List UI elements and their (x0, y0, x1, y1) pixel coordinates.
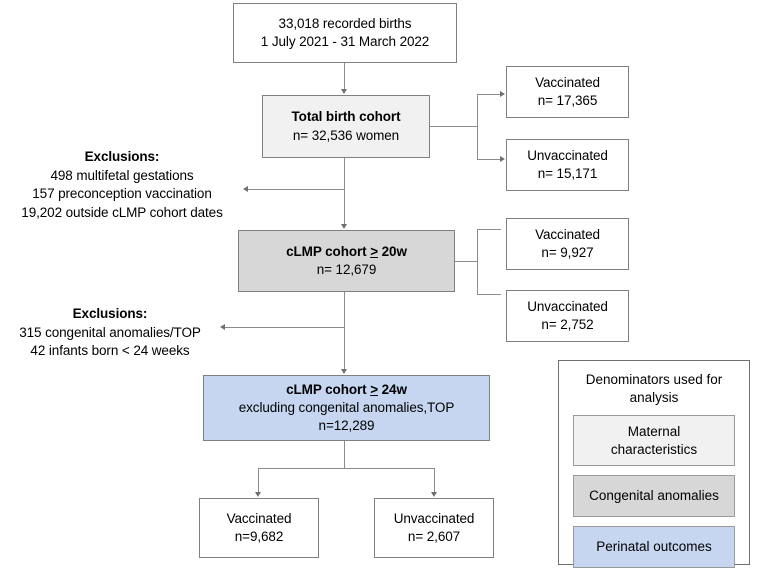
legend-item-congenital-anomalies: Congenital anomalies (573, 475, 735, 518)
clmp-24w-line2: excluding congenital anomalies,TOP (238, 399, 455, 415)
connector-bottom-split (258, 468, 435, 469)
connector-exclusions-2 (225, 327, 344, 328)
node-tier1-vaccinated: Vaccinated n= 17,365 (506, 66, 629, 118)
tier3-vaccinated-line2: n=9,682 (234, 529, 284, 544)
node-tier1-unvaccinated: Unvaccinated n= 15,171 (506, 139, 629, 191)
exclusions-2-header: Exclusions: (72, 306, 148, 321)
legend-title-line2: analysis (629, 389, 679, 405)
total-birth-cohort-line1: Total birth cohort (291, 109, 401, 125)
arrowhead-tier3-vaccinated (254, 492, 261, 497)
connector-exclusions-1 (248, 189, 344, 190)
connector-clmp20-branch-spine (477, 229, 478, 294)
legend-item-1-label: Congenital anomalies (589, 488, 719, 504)
total-birth-cohort-line2: n= 32,536 women (292, 127, 400, 143)
connector-clmp20-to-clmp24 (344, 292, 345, 369)
tier3-unvaccinated-line1: Unvaccinated (393, 510, 475, 526)
arrowhead-exclusions-2 (220, 323, 225, 330)
legend-item-2-label: Perinatal outcomes (596, 539, 712, 555)
clmp-24w-line1: cLMP cohort > 24w (286, 381, 407, 397)
arrowhead-clmp20-to-clmp24 (340, 369, 347, 374)
arrowhead-tier1-unvaccinated (500, 155, 505, 162)
connector-to-tier3-vaccinated (258, 468, 259, 492)
tier2-unvaccinated-line1: Unvaccinated (527, 298, 608, 314)
legend-title: Denominators used for analysis (573, 371, 735, 406)
tier3-unvaccinated-line2: n= 2,607 (407, 529, 461, 544)
exclusions-block-2: Exclusions: 315 congenital anomalies/TOP… (2, 305, 218, 361)
clmp-20w-line2: n= 12,679 (316, 262, 377, 277)
connector-cohort-to-clmp20 (344, 158, 345, 224)
legend-title-line1: Denominators used for (585, 372, 723, 387)
tier2-unvaccinated-line2: n= 2,752 (541, 317, 594, 332)
arrowhead-cohort-to-clmp20 (340, 224, 347, 229)
node-tier3-vaccinated: Vaccinated n=9,682 (199, 498, 319, 558)
arrowhead-births-to-cohort (340, 89, 347, 94)
connector-to-tier2-vaccinated (477, 229, 501, 230)
legend-item-perinatal-outcomes: Perinatal outcomes (573, 526, 735, 569)
recorded-births-line2: 1 July 2021 - 31 March 2022 (260, 34, 430, 49)
tier1-vaccinated-line1: Vaccinated (535, 74, 600, 90)
node-recorded-births: 33,018 recorded births 1 July 2021 - 31 … (233, 3, 457, 63)
arrowhead-exclusions-1 (243, 185, 248, 192)
clmp-24w-line3: n=12,289 (318, 418, 375, 434)
tier1-vaccinated-line2: n= 17,365 (537, 93, 598, 108)
exclusions-2-item-1: 42 infants born < 24 weeks (30, 343, 190, 359)
exclusions-1-item-0: 498 multifetal gestations (50, 167, 194, 183)
exclusions-1-item-1: 157 preconception vaccination (32, 186, 212, 202)
connector-cohort-branch-spine (477, 94, 478, 159)
exclusions-block-1: Exclusions: 498 multifetal gestations 15… (4, 148, 240, 223)
exclusions-1-item-2: 19,202 outside cLMP cohort dates (21, 204, 223, 220)
node-total-birth-cohort: Total birth cohort n= 32,536 women (262, 95, 430, 158)
tier1-unvaccinated-line1: Unvaccinated (527, 147, 608, 163)
arrowhead-tier1-vaccinated (500, 90, 505, 97)
connector-births-to-cohort (344, 63, 345, 90)
connector-to-tier1-vaccinated (477, 94, 501, 95)
connector-to-tier2-unvaccinated (477, 294, 501, 295)
connector-to-tier1-unvaccinated (477, 159, 501, 160)
clmp-20w-line1: cLMP cohort > 20w (286, 243, 407, 259)
arrowhead-tier3-unvaccinated (430, 492, 437, 497)
node-tier3-unvaccinated: Unvaccinated n= 2,607 (374, 498, 494, 558)
node-tier2-vaccinated: Vaccinated n= 9,927 (506, 218, 629, 270)
connector-cohort-branch-stem (430, 126, 477, 127)
connector-clmp24-stem (344, 441, 345, 468)
exclusions-2-item-0: 315 congenital anomalies/TOP (19, 324, 201, 340)
connector-clmp20-branch-stem (455, 261, 477, 262)
tier1-unvaccinated-line2: n= 15,171 (537, 166, 598, 181)
tier2-vaccinated-line2: n= 9,927 (541, 245, 594, 260)
node-clmp-cohort-20w: cLMP cohort > 20w n= 12,679 (238, 230, 455, 292)
node-clmp-cohort-24w: cLMP cohort > 24w excluding congenital a… (203, 375, 490, 441)
tier3-vaccinated-line1: Vaccinated (226, 510, 292, 526)
exclusions-1-header: Exclusions: (84, 149, 160, 164)
recorded-births-line1: 33,018 recorded births (278, 15, 412, 31)
node-tier2-unvaccinated: Unvaccinated n= 2,752 (506, 290, 629, 342)
greater-equal-icon: > (370, 243, 378, 259)
tier2-vaccinated-line1: Vaccinated (535, 226, 600, 242)
connector-to-tier3-unvaccinated (434, 468, 435, 492)
greater-equal-icon: > (370, 381, 378, 397)
